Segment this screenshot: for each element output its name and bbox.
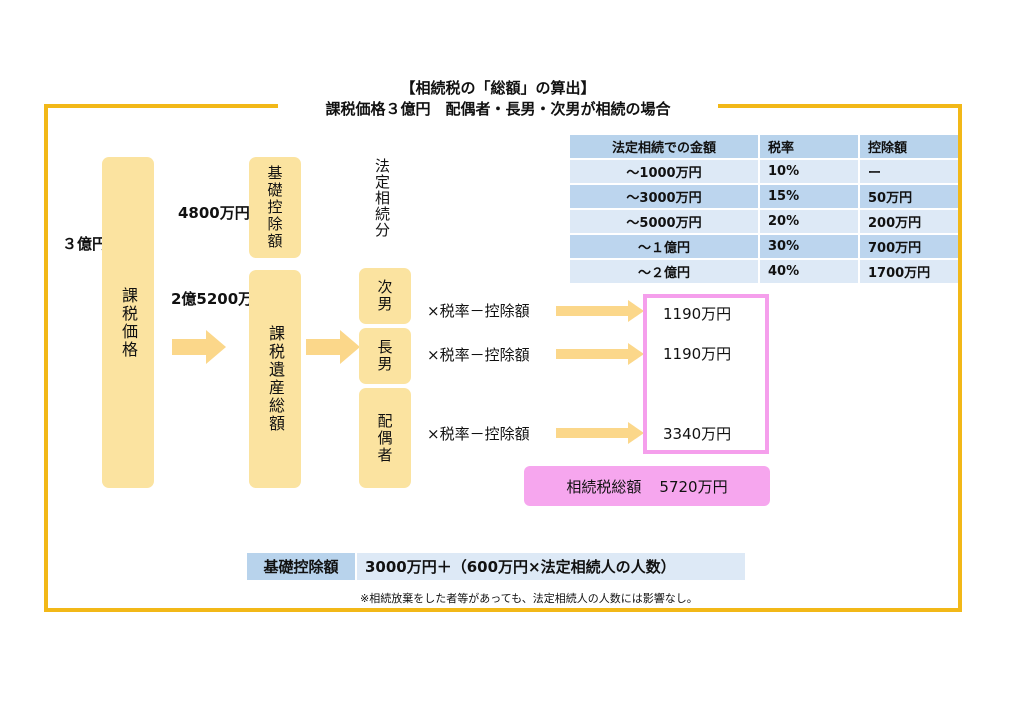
basic-deduction-amount: 4800万円 [178, 204, 250, 222]
heir-tax-result: 1190万円 [663, 345, 732, 363]
arrow-right-icon [172, 330, 226, 364]
taxable-estate-amount: 2億5200万円 [171, 290, 269, 308]
heir-name: 長男 [375, 339, 394, 373]
taxable-price-label: 課税価格 [119, 286, 138, 359]
heir-formula: ×税率－控除額 [427, 302, 530, 320]
heir-box-spouse: 配偶者 [359, 388, 411, 488]
table-cell: ～3000万円 [570, 185, 758, 208]
table-cell: 20% [760, 210, 858, 233]
table-cell: ～２億円 [570, 260, 758, 283]
tax-rate-table: 法定相続での金額 税率 控除額 ～1000万円 10% ー ～3000万円 15… [568, 133, 960, 285]
total-tax-label: 相続税総額 [566, 477, 642, 496]
table-cell: 40% [760, 260, 858, 283]
basic-deduction-label: 基礎控除額 [265, 165, 284, 250]
table-cell: 30% [760, 235, 858, 258]
taxable-price-box: 課税価格 [102, 157, 154, 488]
table-row: ～5000万円 20% 200万円 [570, 210, 958, 233]
heir-formula: ×税率－控除額 [427, 346, 530, 364]
basic-deduction-box: 基礎控除額 [249, 157, 301, 258]
deduction-formula-text: 3000万円＋（600万円×法定相続人の人数） [357, 553, 745, 580]
table-cell: ～5000万円 [570, 210, 758, 233]
taxable-estate-label: 課税遺産総額 [266, 325, 285, 433]
table-row: ～1000万円 10% ー [570, 160, 958, 183]
heir-box-eldest-son: 長男 [359, 328, 411, 384]
total-taxable-amount: ３億円 [62, 235, 108, 253]
total-tax-amount: 5720万円 [659, 477, 728, 496]
arrow-right-icon [556, 343, 644, 365]
diagram-title: 【相続税の「総額」の算出】 課税価格３億円 配偶者・長男・次男が相続の場合 [278, 78, 718, 120]
heir-tax-result: 3340万円 [663, 425, 732, 443]
heir-name: 次男 [375, 279, 394, 313]
title-line-1: 【相続税の「総額」の算出】 [400, 79, 596, 97]
arrow-right-icon [306, 330, 360, 364]
deduction-formula-label: 基礎控除額 [247, 553, 355, 580]
table-cell: ～１億円 [570, 235, 758, 258]
table-row: ～２億円 40% 1700万円 [570, 260, 958, 283]
heir-name: 配偶者 [375, 412, 394, 464]
table-cell: 50万円 [860, 185, 958, 208]
total-tax-box: 相続税総額 5720万円 [524, 466, 770, 506]
arrow-right-icon [556, 300, 644, 322]
table-cell: 10% [760, 160, 858, 183]
footnote: ※相続放棄をした者等があっても、法定相続人の人数には影響なし。 [360, 592, 698, 605]
title-line-2: 課税価格３億円 配偶者・長男・次男が相続の場合 [325, 100, 671, 118]
statutory-share-label-box: 法定相続分 [372, 158, 398, 242]
results-box [643, 294, 769, 454]
heir-box-second-son: 次男 [359, 268, 411, 324]
table-row: ～3000万円 15% 50万円 [570, 185, 958, 208]
taxable-estate-box: 課税遺産総額 [249, 270, 301, 488]
table-header-row: 法定相続での金額 税率 控除額 [570, 135, 958, 158]
table-cell: ～1000万円 [570, 160, 758, 183]
table-row: ～１億円 30% 700万円 [570, 235, 958, 258]
table-header-cell: 法定相続での金額 [570, 135, 758, 158]
table-cell: 1700万円 [860, 260, 958, 283]
deduction-formula-bar: 基礎控除額 3000万円＋（600万円×法定相続人の人数） [247, 553, 745, 580]
table-header-cell: 税率 [760, 135, 858, 158]
statutory-share-label: 法定相続分 [373, 158, 391, 238]
table-cell: 200万円 [860, 210, 958, 233]
table-header-cell: 控除額 [860, 135, 958, 158]
heir-formula: ×税率－控除額 [427, 425, 530, 443]
table-cell: ー [860, 160, 958, 183]
heir-tax-result: 1190万円 [663, 305, 732, 323]
table-cell: 700万円 [860, 235, 958, 258]
table-cell: 15% [760, 185, 858, 208]
arrow-right-icon [556, 422, 644, 444]
